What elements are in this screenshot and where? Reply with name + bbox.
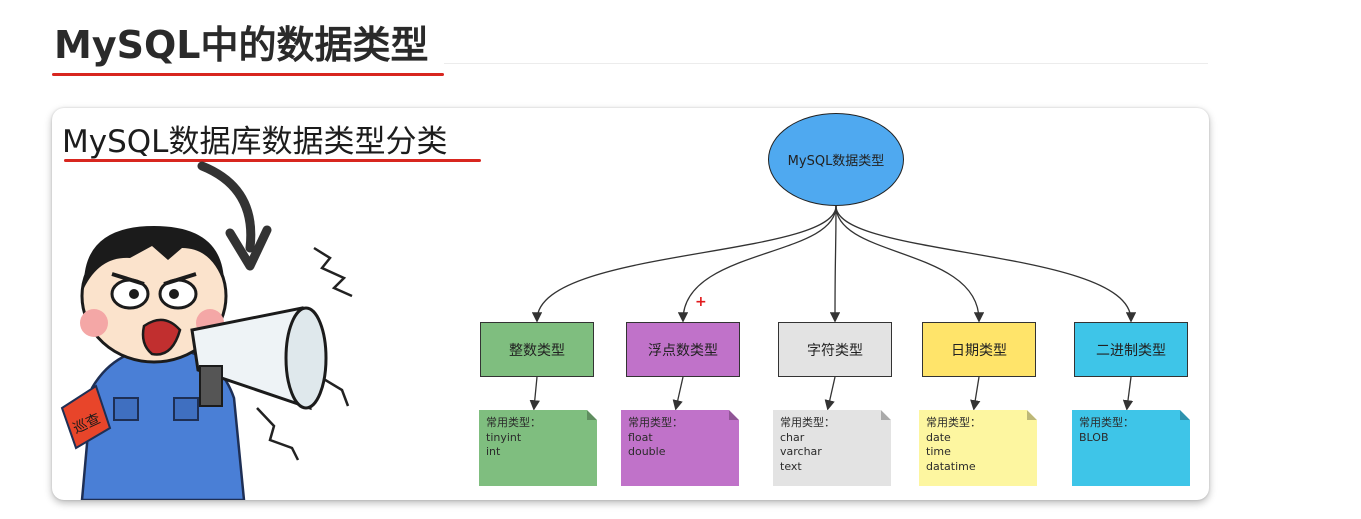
edge-category-to-note [672,376,684,411]
note-header: 常用类型： [486,416,541,429]
type-item: tinyint [486,430,522,444]
type-item: char [780,430,805,444]
category-node: 整数类型 [480,322,594,377]
shouting-man-icon: 巡查 [60,226,246,500]
note-fold [1180,410,1190,420]
edge-category-to-note [1122,376,1134,411]
type-note: 常用类型：BLOB [1072,410,1190,486]
note-fold [587,410,597,420]
note-header: 常用类型： [1079,416,1134,429]
edge-root-to-category [677,205,837,323]
curved-arrow-icon [197,161,256,253]
type-item: double [628,445,666,458]
note-fold [881,410,891,420]
category-node: 二进制类型 [1074,322,1188,377]
type-item: datatime [926,459,976,473]
diagram-edges [529,205,1137,411]
edge-root-to-category [531,205,837,323]
page-title: MySQL中的数据类型 [54,23,429,67]
category-node: 浮点数类型 [626,322,740,377]
type-item: BLOB [1079,430,1109,444]
card-title: MySQL数据库数据类型分类 [62,124,448,160]
card-title-underline [64,159,481,162]
edge-category-to-note [529,376,540,411]
type-item: time [926,445,951,458]
edge-root-to-category [829,205,841,323]
cursor-marker: + [695,294,707,310]
edge-category-to-note [824,376,836,411]
edge-root-to-category [835,205,1137,323]
note-header: 常用类型： [780,416,835,429]
megaphone-icon [190,306,328,411]
note-header: 常用类型： [628,416,683,429]
category-node: 日期类型 [922,322,1036,377]
type-item: varchar [780,445,822,458]
type-item: float [628,430,653,444]
content-card: MySQL数据库数据类型分类 巡查 [52,108,1209,500]
type-item: date [926,430,951,444]
shout-lines-icon [313,246,353,298]
root-node: MySQL数据类型 [768,113,904,206]
note-fold [729,410,739,420]
title-divider [444,63,1208,64]
edge-root-to-category [835,205,985,323]
edge-category-to-note [970,376,981,411]
note-header: 常用类型： [926,416,981,429]
title-underline [52,73,444,76]
type-item: int [486,445,501,458]
note-fold [1027,410,1037,420]
type-item: text [780,459,802,473]
category-node: 字符类型 [778,322,892,377]
cartoon-illustration: 巡查 [60,161,353,500]
